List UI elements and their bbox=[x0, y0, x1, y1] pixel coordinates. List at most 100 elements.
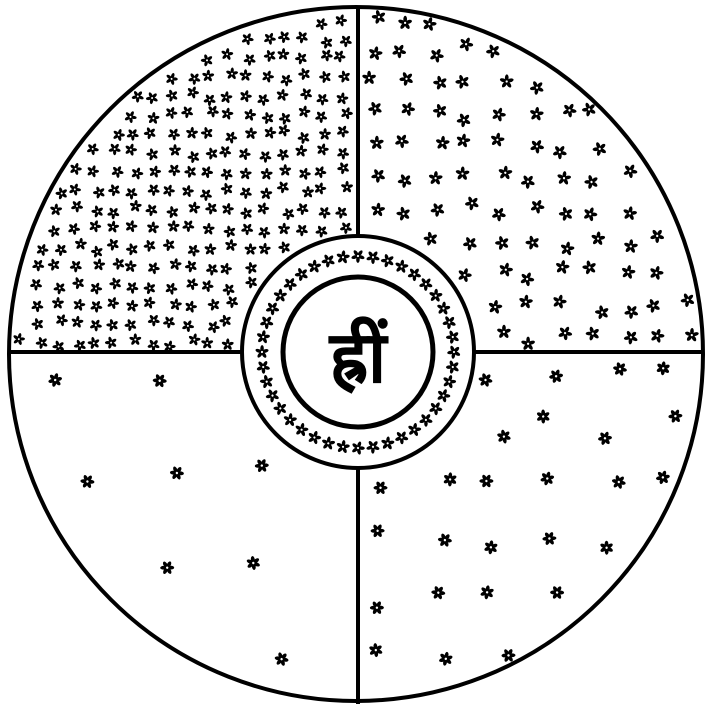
flower-motif bbox=[260, 167, 274, 180]
flower-motif bbox=[313, 222, 331, 240]
flower-motif bbox=[145, 260, 162, 276]
flower-motif bbox=[335, 159, 353, 177]
flower-motif bbox=[293, 28, 311, 46]
flower-motif bbox=[337, 219, 355, 236]
flower-motif bbox=[29, 315, 46, 332]
flower-motif bbox=[185, 242, 202, 259]
flower-motif bbox=[146, 111, 160, 124]
flower-motif bbox=[141, 124, 159, 142]
star-motif bbox=[666, 407, 685, 426]
flower-motif bbox=[496, 325, 511, 339]
flower-motif bbox=[435, 135, 451, 150]
flower-motif bbox=[183, 299, 199, 314]
flower-motif bbox=[302, 186, 315, 198]
flower-motif bbox=[180, 184, 195, 199]
star-motif bbox=[655, 361, 670, 376]
flower-motif bbox=[49, 203, 63, 216]
flower-motif bbox=[68, 161, 84, 177]
flower-motif bbox=[125, 299, 139, 313]
flower-motif bbox=[87, 218, 103, 234]
flower-motif bbox=[104, 236, 122, 254]
flower-motif bbox=[312, 108, 329, 125]
flower-motif bbox=[276, 239, 293, 256]
star-motif bbox=[443, 472, 458, 487]
flower-motif bbox=[107, 275, 125, 293]
flower-motif bbox=[648, 327, 666, 345]
flower-motif bbox=[70, 274, 87, 292]
flower-motif bbox=[317, 68, 334, 85]
flower-motif bbox=[318, 128, 331, 141]
flower-motif bbox=[71, 297, 86, 312]
star-motif bbox=[429, 583, 449, 603]
flower-motif bbox=[518, 172, 538, 192]
flower-motif bbox=[389, 41, 409, 61]
flower-motif bbox=[161, 182, 177, 198]
flower-motif bbox=[51, 297, 64, 310]
flower-motif bbox=[315, 142, 330, 157]
flower-motif bbox=[258, 242, 272, 256]
flower-motif bbox=[255, 91, 272, 108]
flower-motif bbox=[167, 220, 181, 233]
flower-motif bbox=[166, 161, 183, 178]
flower-motif bbox=[621, 302, 641, 322]
flower-motif bbox=[527, 77, 547, 97]
flower-motif bbox=[398, 99, 417, 118]
flower-motif bbox=[318, 47, 335, 64]
flower-motif bbox=[367, 45, 384, 62]
star-motif bbox=[540, 529, 559, 548]
flower-motif bbox=[202, 222, 216, 235]
flower-motif bbox=[582, 172, 602, 192]
flower-motif bbox=[89, 243, 106, 260]
flower-motif bbox=[124, 241, 141, 258]
star-motif bbox=[610, 359, 630, 379]
flower-motif bbox=[52, 241, 70, 259]
flower-motif bbox=[89, 203, 106, 220]
flower-motif bbox=[560, 101, 580, 120]
flower-motif bbox=[275, 28, 293, 46]
flower-motif bbox=[103, 334, 120, 351]
flower-motif bbox=[421, 229, 441, 249]
flower-motif bbox=[109, 163, 126, 180]
flower-motif bbox=[85, 163, 101, 179]
flower-motif bbox=[276, 122, 292, 138]
flower-motif bbox=[163, 87, 180, 105]
flower-motif bbox=[168, 257, 183, 271]
flower-motif bbox=[277, 48, 291, 61]
star-motif bbox=[367, 598, 386, 617]
flower-motif bbox=[141, 279, 158, 296]
flower-motif bbox=[518, 270, 537, 289]
star-motif bbox=[596, 429, 614, 447]
flower-motif bbox=[223, 129, 240, 146]
star-motif bbox=[252, 456, 271, 475]
flower-motif bbox=[144, 146, 161, 163]
flower-motif bbox=[129, 199, 143, 213]
star-motif bbox=[494, 427, 514, 447]
flower-motif bbox=[623, 239, 639, 254]
flower-motif bbox=[163, 105, 180, 121]
flower-motif bbox=[237, 184, 255, 201]
flower-motif bbox=[236, 146, 252, 162]
flower-motif bbox=[276, 110, 294, 128]
star-motif bbox=[150, 371, 169, 390]
flower-motif bbox=[241, 51, 259, 68]
flower-motif bbox=[124, 279, 141, 296]
flower-motif bbox=[225, 67, 239, 80]
flower-motif bbox=[238, 205, 255, 222]
flower-motif bbox=[583, 323, 603, 343]
flower-motif bbox=[489, 204, 509, 224]
flower-motif bbox=[182, 257, 200, 275]
flower-motif bbox=[88, 298, 105, 315]
flower-motif bbox=[185, 126, 199, 139]
flower-motif bbox=[243, 273, 261, 291]
flower-motif bbox=[239, 167, 253, 180]
flower-motif bbox=[313, 16, 330, 33]
flower-motif bbox=[124, 126, 141, 143]
star-motif bbox=[654, 468, 672, 486]
star-motif bbox=[435, 530, 455, 550]
flower-motif bbox=[278, 72, 295, 89]
flower-motif bbox=[556, 170, 572, 186]
flower-motif bbox=[428, 171, 444, 186]
flower-motif bbox=[85, 334, 102, 351]
flower-motif bbox=[244, 243, 257, 255]
flower-motif bbox=[201, 337, 214, 349]
